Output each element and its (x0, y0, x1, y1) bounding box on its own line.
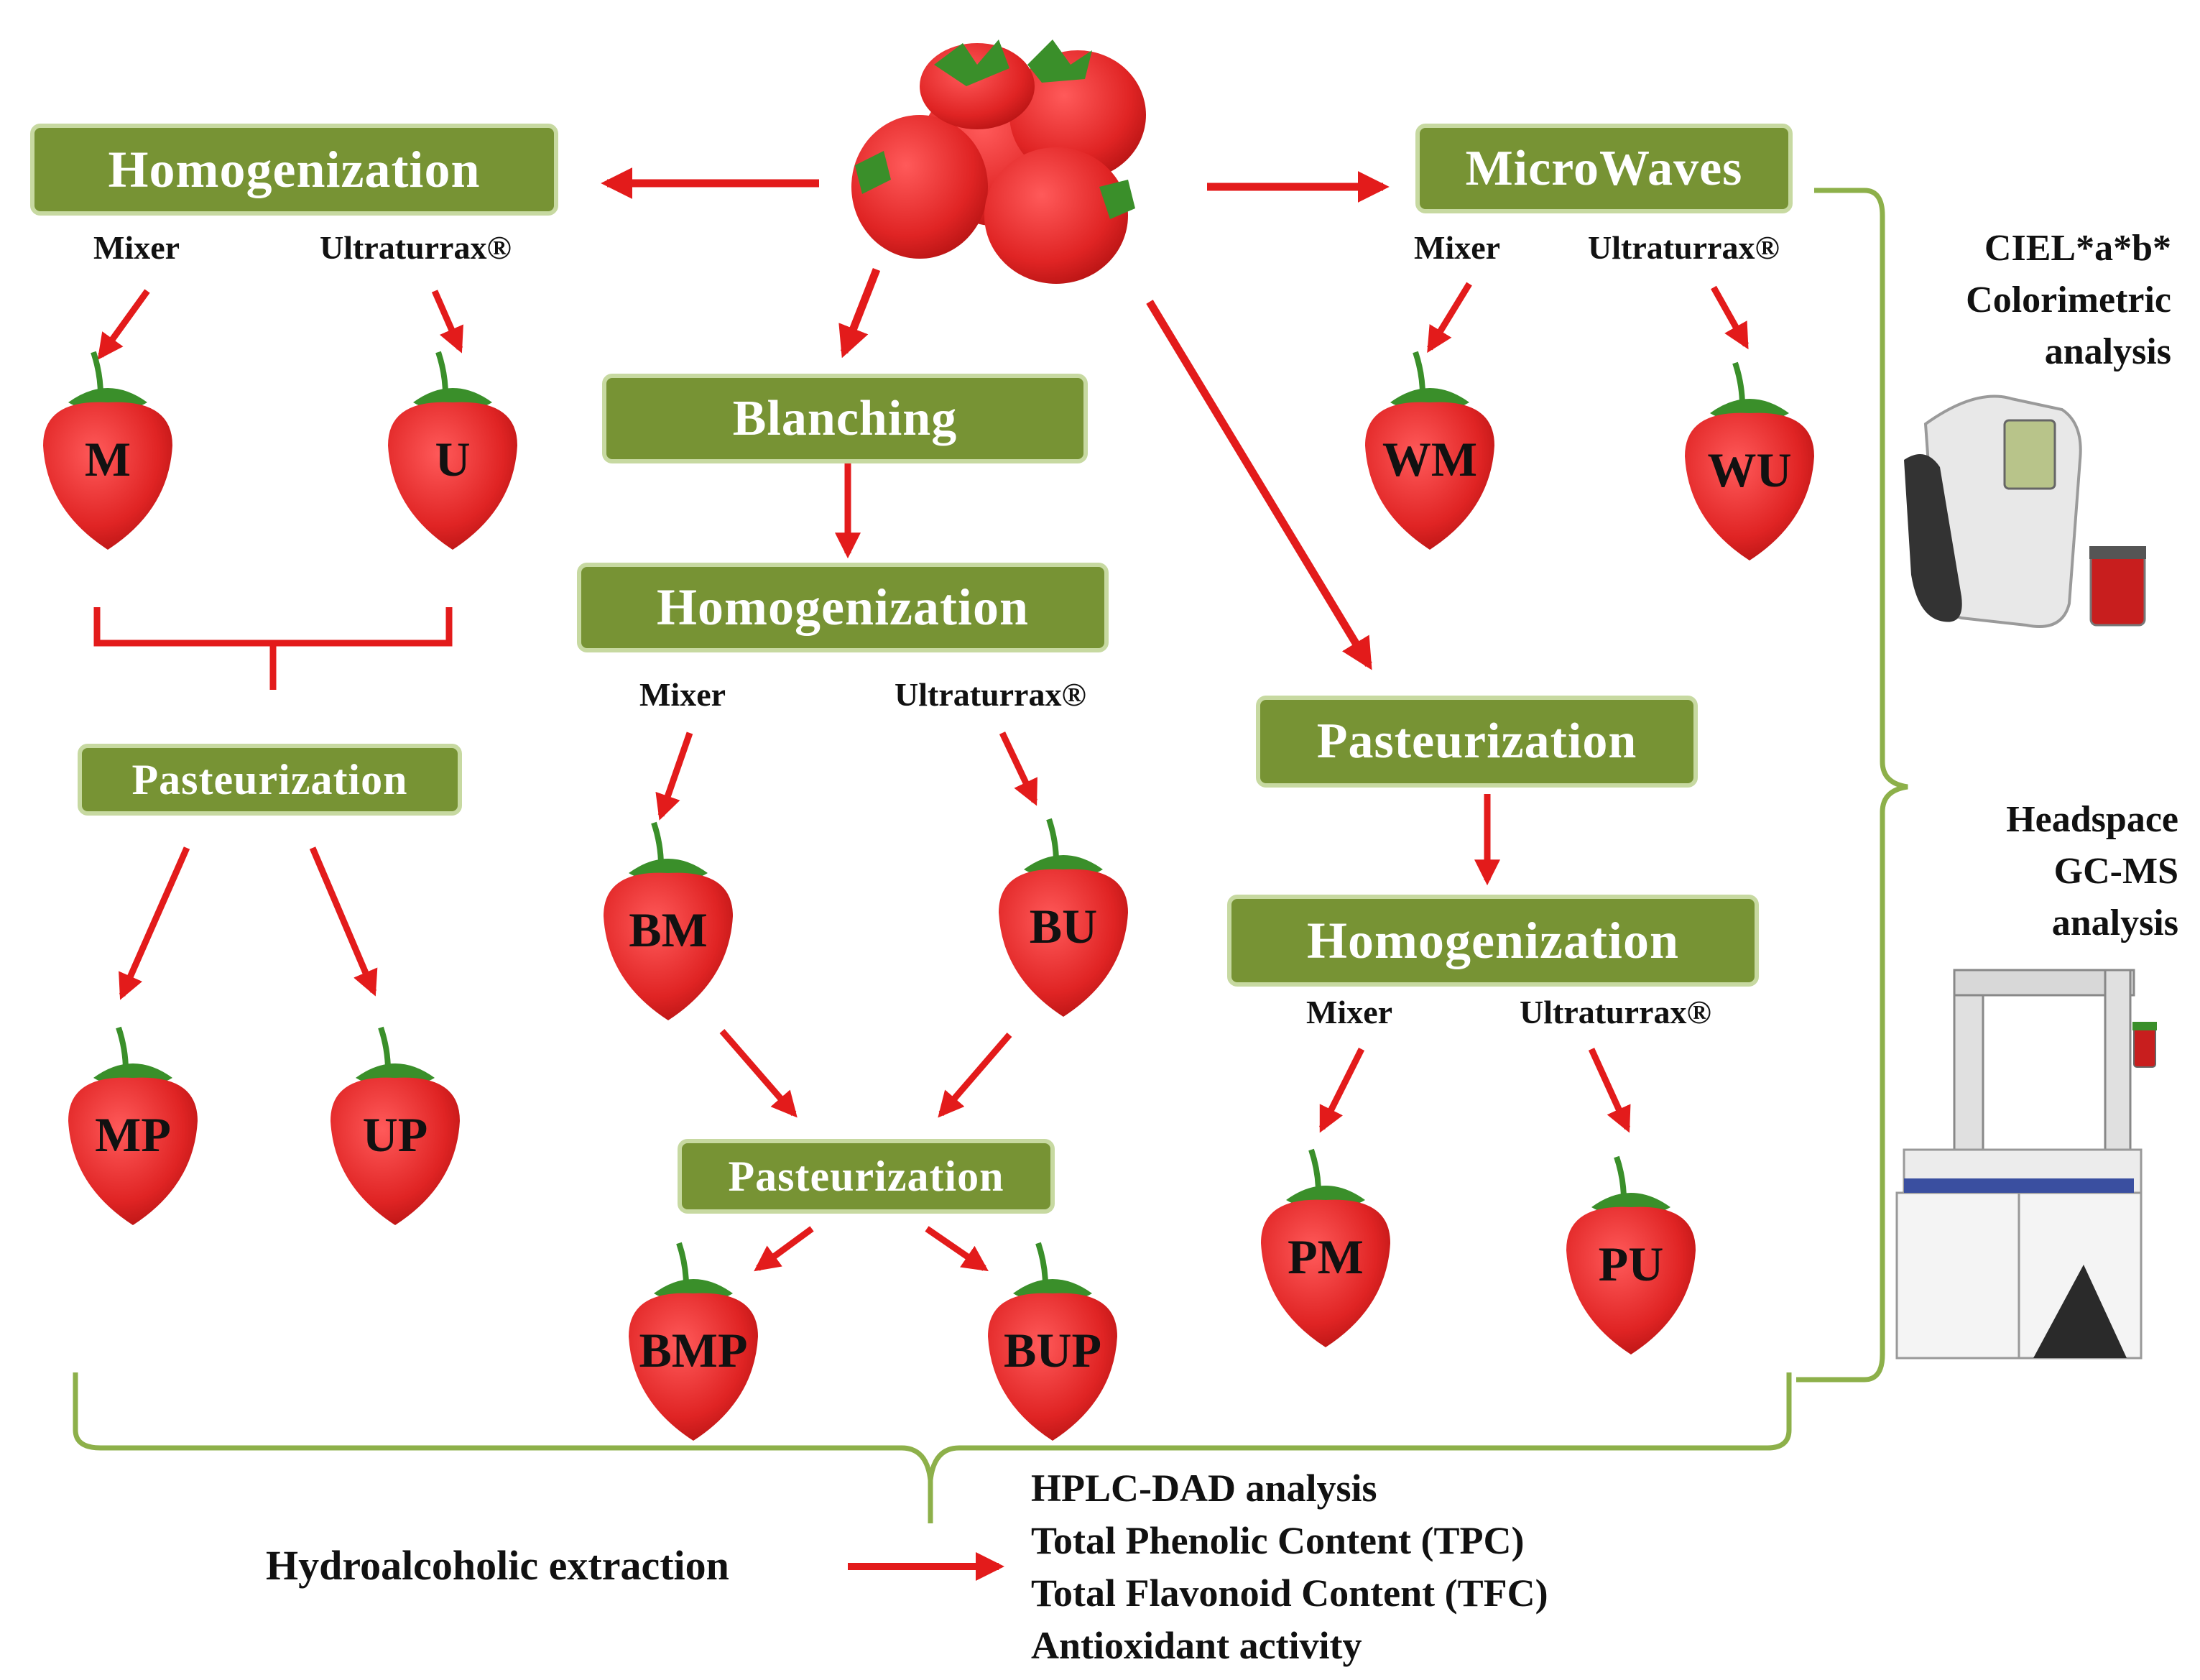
strawberry-icon (1566, 1155, 1696, 1354)
result-item: Total Flavonoid Content (TFC) (1031, 1571, 1548, 1615)
arrow-to-pasteurization-right (1146, 300, 1372, 670)
sample-bu: BU (984, 812, 1142, 1028)
mixer-label: Mixer (93, 229, 180, 266)
sample-bm: BM (589, 816, 747, 1031)
strawberry-icon (988, 1242, 1117, 1441)
mixer-label: Mixer (1414, 229, 1501, 266)
homogenization-box-right: Homogenization (1227, 895, 1759, 987)
homogenization-box-left: Homogenization (30, 124, 558, 216)
microwaves-box: MicroWaves (1415, 124, 1793, 213)
gc-ms-instrument-icon (1895, 969, 2157, 1360)
strawberry-icon (999, 818, 1128, 1017)
strawberry-icon (68, 1026, 198, 1225)
ultraturrax-label: Ultraturrax® (1588, 229, 1780, 266)
sample-pm: PM (1247, 1143, 1405, 1358)
sample-bup: BUP (974, 1236, 1132, 1451)
strawberry-icon (331, 1026, 460, 1225)
sample-up: UP (316, 1020, 474, 1236)
sample-wu: WU (1670, 356, 1829, 571)
pasteurization-box-left: Pasteurization (78, 744, 462, 816)
hydroalcoholic-extraction-label: Hydroalcoholic extraction (266, 1542, 729, 1589)
strawberry-icon (604, 821, 733, 1020)
strawberry-icon (629, 1242, 758, 1441)
strawberry-icon (1365, 351, 1494, 550)
colorimeter-icon (1904, 394, 2146, 628)
arrow-to-blanching (838, 267, 881, 359)
colorimetric-analysis-label: CIEL*a*b* Colorimetric analysis (1966, 228, 2171, 372)
result-item: HPLC-DAD analysis (1031, 1467, 1377, 1510)
brace-right (1796, 188, 1908, 1383)
sample-m: M (29, 345, 187, 560)
sample-wm: WM (1351, 345, 1509, 560)
sample-vial-icon (2133, 1027, 2156, 1068)
homogenization-box-center: Homogenization (577, 563, 1109, 652)
strawberry-icon (1261, 1148, 1390, 1347)
strawberry-icon (388, 351, 517, 550)
sample-mp: MP (54, 1020, 212, 1236)
sample-u: U (374, 345, 532, 560)
sample-pu: PU (1552, 1150, 1710, 1365)
pasteurization-box-right: Pasteurization (1256, 696, 1698, 788)
mixer-label: Mixer (1306, 994, 1393, 1030)
ultraturrax-label: Ultraturrax® (320, 229, 512, 266)
result-item: Antioxidant activity (1031, 1624, 1362, 1667)
extraction-results-list: HPLC-DAD analysis Total Phenolic Content… (1031, 1462, 1548, 1672)
strawberry-cluster-icon (851, 40, 1146, 284)
blanching-box: Blanching (602, 374, 1088, 463)
mixer-label: Mixer (639, 676, 726, 713)
strawberry-icon (43, 351, 172, 550)
strawberry-icon (1685, 361, 1814, 560)
sample-bmp: BMP (614, 1236, 772, 1451)
ultraturrax-label: Ultraturrax® (895, 676, 1086, 713)
gcms-analysis-label: Headspace GC-MS analysis (2006, 799, 2178, 943)
pasteurization-box-center: Pasteurization (678, 1139, 1055, 1214)
bracket-m-u (93, 607, 453, 690)
ultraturrax-label: Ultraturrax® (1520, 994, 1711, 1030)
result-item: Total Phenolic Content (TPC) (1031, 1519, 1525, 1562)
brace-bottom (73, 1372, 1792, 1523)
